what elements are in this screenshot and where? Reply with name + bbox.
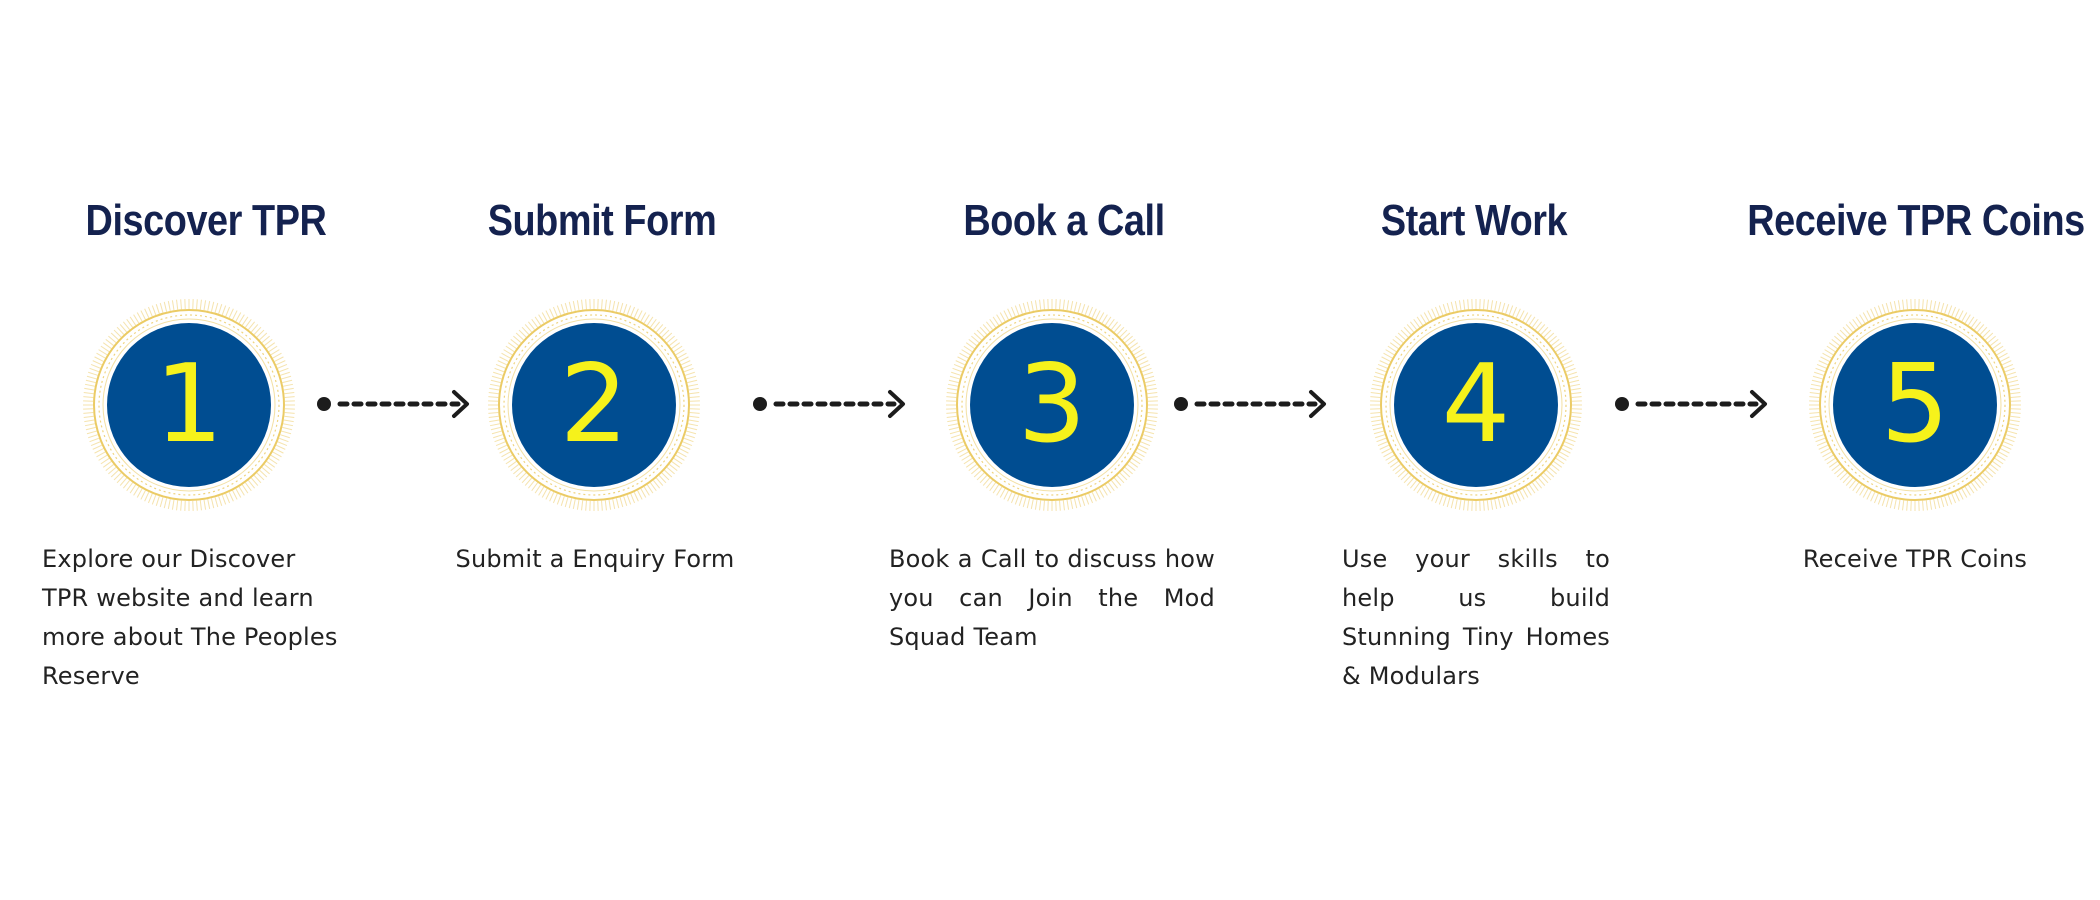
step-2-badge: 2 [487, 298, 701, 512]
step-5-number: 5 [1880, 342, 1950, 467]
step-4-description: Use your skills to help us build Stunnin… [1342, 545, 1610, 690]
step-4-badge: 4 [1369, 298, 1583, 512]
step-3-title: Book a Call [963, 196, 1165, 245]
arrow-right-icon [1615, 390, 1767, 418]
connector-arrow-2-3 [752, 386, 912, 422]
step-1-badge: 1 [82, 298, 296, 512]
step-1-title: Discover TPR [85, 196, 327, 245]
step-5-description: Receive TPR Coins [1802, 545, 2028, 573]
step-4-title: Start Work [1380, 196, 1568, 245]
connector-arrow-1-2 [316, 386, 476, 422]
arrow-right-icon [317, 390, 469, 418]
step-1-description: Explore our Discover TPR website and lea… [42, 545, 338, 690]
connector-arrow-4-5 [1614, 386, 1774, 422]
step-5-title: Receive TPR Coins [1747, 196, 2085, 245]
step-3-description: Book a Call to discuss how you can Join … [889, 545, 1215, 651]
step-2-title: Submit Form [487, 196, 717, 245]
step-5-badge: 5 [1808, 298, 2022, 512]
step-2-number: 2 [559, 342, 629, 467]
step-1-number: 1 [154, 342, 224, 467]
arrow-right-icon [753, 390, 905, 418]
step-3-number: 3 [1017, 342, 1087, 467]
step-3-badge: 3 [945, 298, 1159, 512]
connector-arrow-3-4 [1173, 386, 1333, 422]
step-2-description: Submit a Enquiry Form [455, 545, 735, 573]
arrow-right-icon [1174, 390, 1326, 418]
step-4-number: 4 [1441, 342, 1511, 467]
